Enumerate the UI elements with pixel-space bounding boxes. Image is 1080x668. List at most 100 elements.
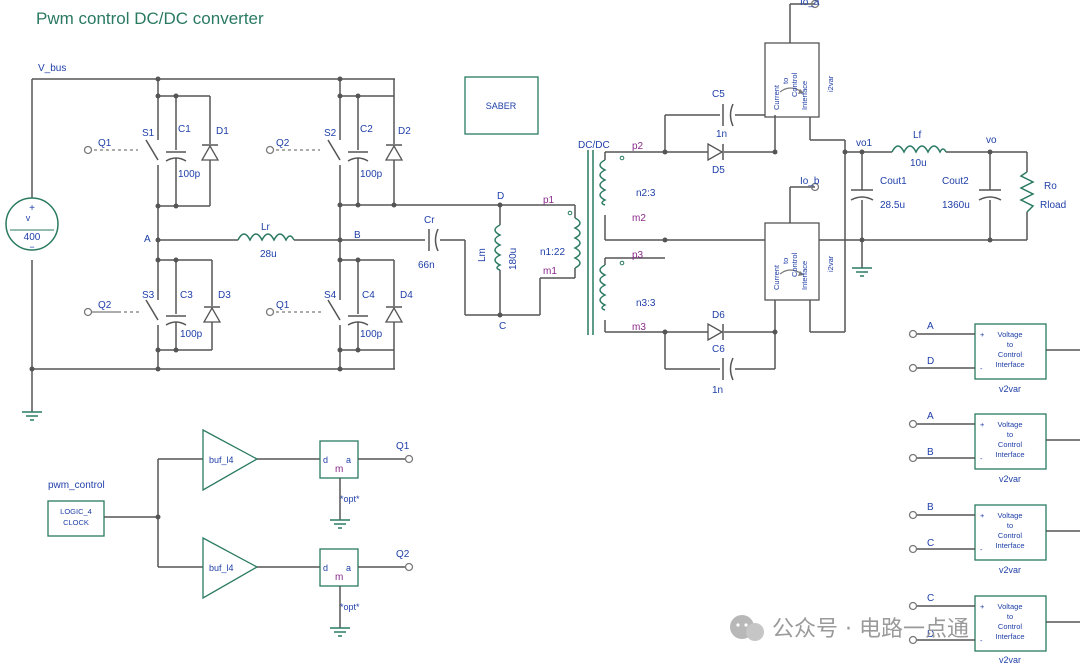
inductor-lm bbox=[494, 224, 502, 271]
inductor-lr-name: Lr bbox=[261, 222, 271, 233]
v2var-4-plus: + bbox=[980, 602, 985, 611]
capacitor-cout1-name: Cout1 bbox=[880, 176, 907, 187]
resistor-ro-value: Rload bbox=[1040, 200, 1066, 211]
v2var-4-name: v2var bbox=[999, 655, 1021, 665]
i2var-bottom-line1: Current bbox=[772, 264, 781, 290]
pin-m3: m3 bbox=[632, 322, 646, 333]
diode-d5-name: D5 bbox=[712, 165, 725, 176]
bus-wires bbox=[31, 78, 576, 412]
probe-io-a bbox=[810, 0, 820, 9]
source-label: v bbox=[26, 213, 31, 223]
net-label-io-a: Io_a bbox=[800, 0, 820, 8]
buffer-2-label: buf_l4 bbox=[209, 563, 234, 573]
conv-2-d: d bbox=[323, 563, 328, 573]
pin-p2: p2 bbox=[632, 141, 644, 152]
diode-d5 bbox=[707, 142, 724, 162]
conv-1-d: d bbox=[323, 455, 328, 465]
gate-s3: Q2 bbox=[98, 300, 112, 311]
diode-d1: D1 bbox=[216, 126, 229, 137]
v2var-3-minus: - bbox=[980, 545, 983, 554]
cap-c3-value: 100p bbox=[180, 329, 203, 340]
inductor-lr-value: 28u bbox=[260, 249, 277, 260]
capacitor-cout1-value: 28.5u bbox=[880, 200, 905, 211]
capacitor-cr bbox=[428, 228, 439, 252]
capacitor-c6 bbox=[722, 357, 734, 381]
net-label-v-bus: V_bus bbox=[38, 63, 66, 74]
v2var-1-line4: Interface bbox=[995, 360, 1024, 369]
leg-bottom-left bbox=[83, 240, 222, 369]
logic-label-2: CLOCK bbox=[63, 518, 89, 527]
v2var-4-minus: - bbox=[980, 636, 983, 645]
logic-label-1: LOGIC_4 bbox=[60, 507, 92, 516]
saber-box bbox=[464, 76, 539, 135]
capacitor-cout1 bbox=[850, 189, 874, 201]
resistor-ro bbox=[1019, 171, 1035, 213]
gate-s1: Q1 bbox=[98, 138, 112, 149]
capacitor-c6-name: C6 bbox=[712, 344, 725, 355]
inductor-lf-name: Lf bbox=[913, 130, 922, 141]
cap-c2: C2 bbox=[360, 124, 373, 135]
i2var-bottom-line3: Control bbox=[790, 252, 799, 277]
source-minus: − bbox=[29, 242, 34, 252]
i2var-bottom-line2: to bbox=[781, 258, 790, 264]
cap-c2-value: 100p bbox=[360, 169, 383, 180]
probe-io-b bbox=[810, 182, 820, 192]
capacitor-c5-name: C5 bbox=[712, 89, 725, 100]
leg-bottom-right bbox=[265, 240, 404, 369]
v2var-1-name: v2var bbox=[999, 384, 1021, 394]
i2var-block-bottom bbox=[764, 222, 820, 301]
pwm-control-label: pwm_control bbox=[48, 480, 105, 491]
net-label-vo: vo bbox=[986, 135, 997, 146]
v2var-3-name: v2var bbox=[999, 565, 1021, 575]
cap-c3: C3 bbox=[180, 290, 193, 301]
capacitor-cr-value: 66n bbox=[418, 260, 435, 271]
v2var-4-line4: Interface bbox=[995, 632, 1024, 641]
capacitor-c6-value: 1n bbox=[712, 385, 723, 396]
net-label-a: A bbox=[144, 234, 151, 245]
inductor-lf-value: 10u bbox=[910, 158, 927, 169]
rectifier-wires bbox=[664, 3, 1028, 370]
v2var-3-line2: to bbox=[1007, 521, 1013, 530]
diode-d6-name: D6 bbox=[712, 310, 725, 321]
v2var-block-4 bbox=[908, 595, 1080, 652]
inductor-lf bbox=[891, 145, 947, 154]
pin-p3: p3 bbox=[632, 250, 644, 261]
v2var-2-in-plus: A bbox=[927, 411, 934, 422]
diode-d3: D3 bbox=[218, 290, 231, 301]
v2var-2-minus: - bbox=[980, 454, 983, 463]
conv-2-m: m bbox=[335, 572, 343, 583]
v2var-4-line2: to bbox=[1007, 612, 1013, 621]
ground-symbol-output bbox=[852, 267, 872, 277]
watermark: 公众号 · 电路一点通 bbox=[730, 615, 969, 642]
v2var-3-plus: + bbox=[980, 511, 985, 520]
diode-d4: D4 bbox=[400, 290, 413, 301]
v2var-block-1 bbox=[908, 323, 1080, 380]
v2var-2-plus: + bbox=[980, 420, 985, 429]
i2var-top-line2: to bbox=[781, 78, 790, 84]
v2var-4-in-plus: C bbox=[927, 593, 934, 604]
v2var-2-name: v2var bbox=[999, 474, 1021, 484]
v2var-2-line4: Interface bbox=[995, 450, 1024, 459]
v2var-3-line1: Voltage bbox=[997, 511, 1022, 520]
v2var-1-line1: Voltage bbox=[997, 330, 1022, 339]
v2var-3-in-plus: B bbox=[927, 502, 934, 513]
switch-s4: S4 bbox=[324, 290, 337, 301]
transformer bbox=[567, 150, 665, 335]
cap-c4-value: 100p bbox=[360, 329, 383, 340]
gate-s4: Q1 bbox=[276, 300, 290, 311]
cap-c4: C4 bbox=[362, 290, 375, 301]
capacitor-c5 bbox=[722, 103, 734, 127]
v2var-1-in-minus: D bbox=[927, 356, 934, 367]
capacitor-cout2-name: Cout2 bbox=[942, 176, 969, 187]
pin-m2: m2 bbox=[632, 213, 646, 224]
v2var-1-line2: to bbox=[1007, 340, 1013, 349]
capacitor-cout2 bbox=[978, 189, 1002, 201]
conv-1-opt: *opt* bbox=[340, 494, 360, 504]
inductor-lm-name: Lm bbox=[477, 248, 488, 262]
ratio-n1: n1:22 bbox=[540, 247, 565, 258]
v2var-4-line3: Control bbox=[998, 622, 1023, 631]
v2var-1-minus: - bbox=[980, 364, 983, 373]
i2var-top-line4: Interface bbox=[800, 81, 809, 110]
